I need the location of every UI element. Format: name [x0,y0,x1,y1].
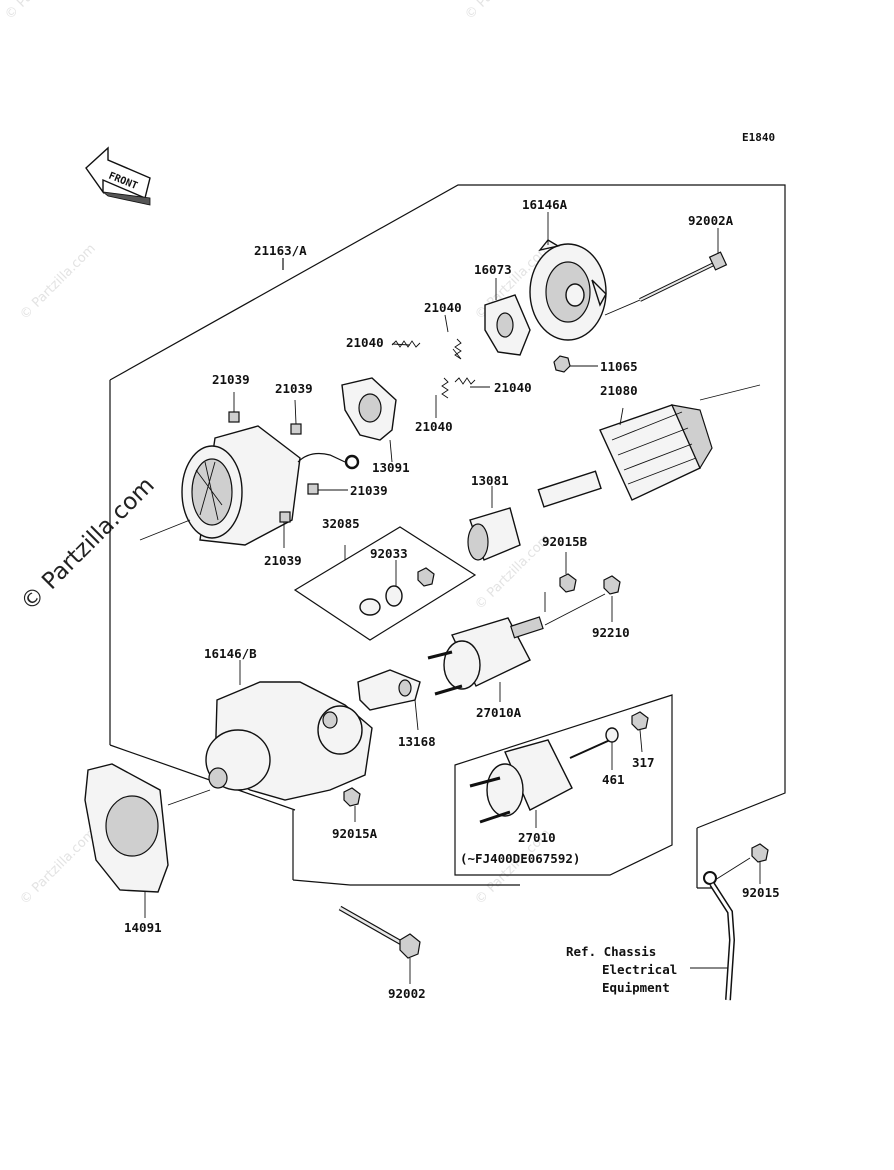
part-label: 32085 [322,516,360,531]
part-label: 21040 [346,335,384,350]
pinion-13081 [467,507,521,561]
nut-92210 [603,575,621,595]
part-label: 92015 [742,885,780,900]
part-label: 21040 [424,300,462,315]
kit-frame-32085 [293,526,477,641]
inset-frame-27010 [454,694,673,876]
part-label: 21040 [494,380,532,395]
part-labels: 21163/A 16146A 92002A 16073 21040 21040 … [124,197,780,1001]
part-label: 21040 [415,419,453,434]
housing-16146b [167,681,373,806]
kit-parts-92033 [359,567,435,616]
shift-lever-13168 [357,669,421,711]
nut-317 [631,711,649,731]
leader-lines [144,212,761,984]
nut-92015a [343,787,361,807]
yoke-21163a [139,411,360,546]
spring-21040 [452,338,462,360]
part-label: 27010A [476,705,522,720]
armature-21080 [537,384,761,508]
watermark: © Partzilla.com [462,0,544,23]
part-label: 317 [632,755,655,770]
assembly-frame [109,184,786,886]
part-label: 21039 [350,483,388,498]
part-label: 21039 [275,381,313,396]
part-label-serial: (~FJ400DE067592) [460,851,580,866]
part-label: 92002A [688,213,734,228]
cover-14091 [84,763,169,893]
part-label: 16073 [474,262,512,277]
part-label: 461 [602,772,625,787]
watermark: © Partzilla.com [2,0,84,23]
watermark: © Partzilla.com [17,241,99,323]
reference-note: Ref. Chassis Electrical Equipment [566,944,677,995]
part-label: 92015A [332,826,378,841]
part-label: 14091 [124,920,162,935]
part-label: 27010 [518,830,556,845]
part-label: 13168 [398,734,436,749]
cable-terminal [696,828,751,1001]
part-label: 13091 [372,460,410,475]
reference-line-2: Electrical [602,962,677,977]
watermark-large: © Partzilla.com [16,472,160,616]
reference-line-3: Equipment [602,980,670,995]
bolt-92002 [338,905,421,959]
washer-92015b [559,573,577,593]
part-label: 92210 [592,625,630,640]
through-bolt-92002a [639,251,728,302]
part-label: 21163/A [254,243,307,258]
brush-holder-13091 [341,377,397,441]
washer-461 [605,727,619,743]
part-label: 11065 [600,359,638,374]
part-label: 92015B [542,534,588,549]
diagram-code: E1840 [742,131,775,144]
part-label: 92002 [388,986,426,1001]
part-label: 16146A [522,197,568,212]
nut-11065 [553,355,571,373]
part-label: 21080 [600,383,638,398]
spring-21040 [454,377,476,385]
front-arrow-icon: FRONT [85,146,151,206]
nut-92015 [751,843,769,863]
part-label: 92033 [370,546,408,561]
rear-cover-16146a [529,239,641,341]
part-label: 16146/B [204,646,257,661]
brush-plate-16073 [484,294,531,356]
watermark: © Partzilla.com [17,826,99,908]
spring-21040 [441,377,449,399]
spring-21040 [391,340,421,348]
reference-line-1: Ref. Chassis [566,944,656,959]
solenoid-27010 [469,739,611,824]
part-label: 13081 [471,473,509,488]
part-label: 21039 [212,372,250,387]
part-label: 21039 [264,553,302,568]
solenoid-27010a [427,616,544,696]
